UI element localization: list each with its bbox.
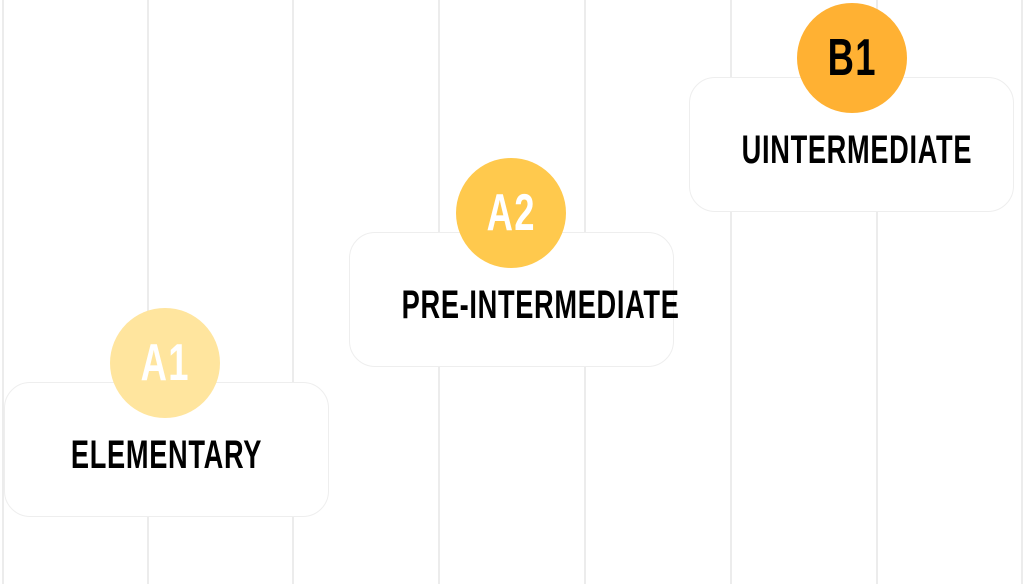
level-code: A2 xyxy=(486,184,536,242)
level-name: UINTERMEDIATE xyxy=(741,128,973,172)
level-code: A1 xyxy=(140,334,190,392)
level-card-a2: PRE-INTERMEDIATE xyxy=(349,232,680,367)
level-name: ELEMENTARY xyxy=(70,433,263,477)
level-badge-a1: A1 xyxy=(110,308,220,418)
grid-line xyxy=(147,0,149,584)
grid-line xyxy=(292,0,294,584)
grid-line xyxy=(876,0,878,584)
grid-line xyxy=(2,0,4,584)
level-name: PRE-INTERMEDIATE xyxy=(401,283,680,327)
grid-line xyxy=(1021,0,1023,584)
level-badge-a2: A2 xyxy=(456,158,566,268)
level-badge-b1: B1 xyxy=(797,3,907,113)
grid-line xyxy=(730,0,732,584)
level-code: B1 xyxy=(827,29,877,87)
